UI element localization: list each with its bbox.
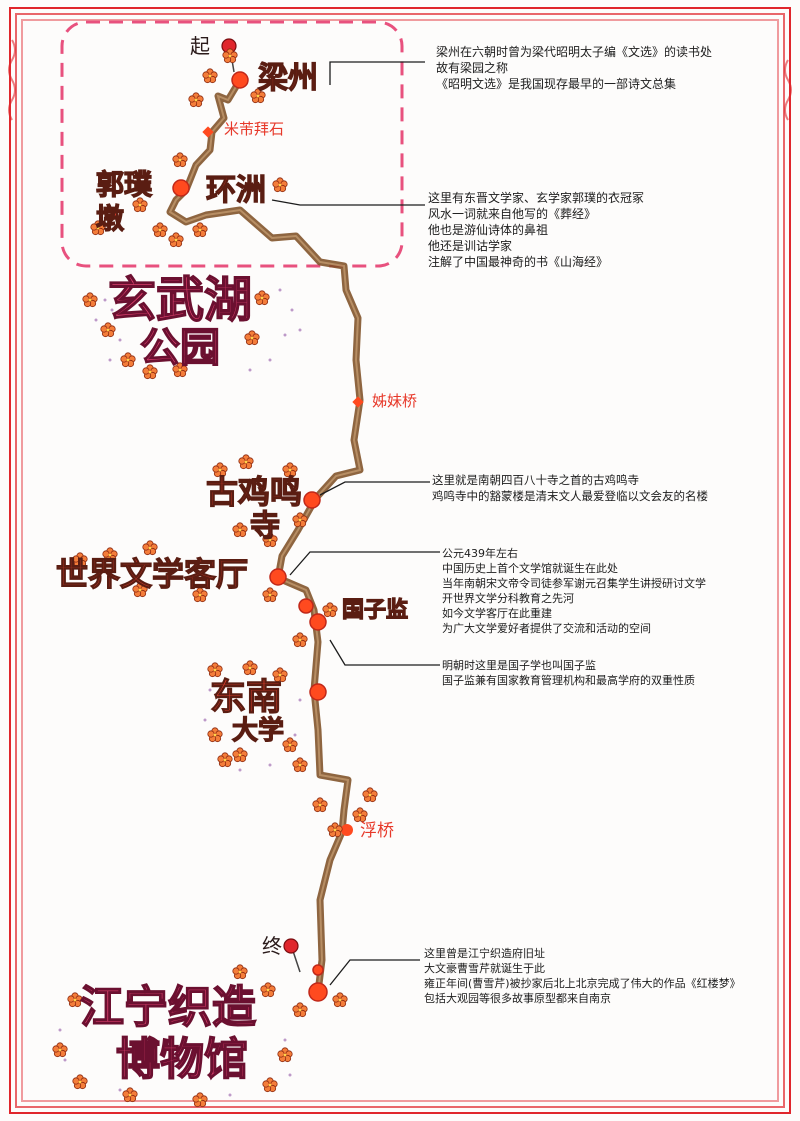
dashed-highlight-box — [60, 20, 404, 268]
note-line: 开世界文学分科教育之先河 — [442, 592, 574, 605]
note-liangzhou: 梁州在六朝时曾为梁代昭明太子编《文选》的读书处 故有梁园之称 《昭明文选》是我国… — [436, 44, 712, 92]
note-line: 公元439年左右 — [442, 547, 518, 560]
park-title-line2: 公园 — [139, 325, 221, 371]
park-title-line1: 玄武湖 — [107, 272, 253, 328]
stop-dots — [172, 71, 328, 1002]
note-world-hall: 公元439年左右 中国历史上首个文学馆就诞生在此处 当年南朝宋文帝令司徒参军谢元… — [442, 546, 706, 636]
stop-jiming-line2: 寺 — [249, 509, 280, 544]
note-jiming: 这里就是南朝四百八十寺之首的古鸡鸣寺 鸡鸣寺中的豁蒙楼是清末文人最爱登临以文会友… — [432, 472, 708, 504]
note-line: 国子监兼有国家教育管理机构和最高学府的双重性质 — [442, 674, 695, 687]
note-line: 为广大文学爱好者提供了交流和活动的空间 — [442, 622, 651, 635]
note-line: 这里有东晋文学家、玄学家郭璞的衣冠冢 — [428, 191, 645, 205]
stop-guopu-tomb-label: 郭璞墩 — [95, 167, 153, 235]
note-line: 梁州在六朝时曾为梁代昭明太子编《文选》的读书处 — [436, 45, 713, 59]
start-marker: 起 — [190, 34, 210, 58]
note-line: 他也是游仙诗体的鼻祖 — [428, 223, 549, 237]
note-line: 中国历史上首个文学馆就诞生在此处 — [442, 562, 618, 575]
note-line: 明朝时这里是国子学也叫国子监 — [442, 659, 596, 672]
note-line: 这里曾是江宁织造府旧址 — [424, 947, 545, 960]
note-line: 这里就是南朝四百八十寺之首的古鸡鸣寺 — [432, 473, 639, 487]
note-line: 鸡鸣寺中的豁蒙楼是清末文人最爱登临以文会友的名楼 — [432, 489, 708, 503]
stop-world-literature-hall: 世界文学客厅 — [55, 555, 249, 593]
note-line: 雍正年间(曹雪芹)被抄家后北上北京完成了伟大的作品《红楼梦》 — [424, 977, 741, 990]
note-line: 《昭明文选》是我国现存最早的一部诗文总集 — [436, 77, 677, 91]
note-line: 故有梁园之称 — [436, 61, 509, 75]
stop-seu-line1: 东南 — [209, 677, 283, 718]
stop-liangzhou: 梁州 — [257, 61, 318, 96]
note-line: 如今文学客厅在此重建 — [442, 607, 552, 620]
decorative-red-border — [8, 7, 792, 1114]
stop-guopu-tomb: 郭璞墩 — [95, 167, 164, 236]
stop-meimei-bridge: 姊妹桥 — [372, 392, 418, 410]
note-line: 包括大观园等很多故事原型都来自南京 — [424, 992, 611, 1005]
stop-huanzhou: 环洲 — [205, 173, 266, 208]
note-guozijian: 明朝时这里是国子学也叫国子监 国子监兼有国家教育管理机构和最高学府的双重性质 — [442, 658, 695, 688]
end-marker: 终 — [262, 934, 282, 958]
end-pin-icon — [283, 938, 301, 973]
note-line: 他还是训诂学家 — [428, 239, 513, 253]
note-line: 当年南朝宋文帝令司徒参军谢元召集学生讲授研讨文学 — [442, 577, 706, 590]
stop-seu-line2: 大学 — [231, 716, 285, 746]
stop-jiming-line1: 古鸡鸣 — [205, 473, 303, 511]
note-huanzhou: 这里有东晋文学家、玄学家郭璞的衣冠冢 风水一词就来自他写的《葬经》 他也是游仙诗… — [428, 190, 644, 270]
stop-guozijian: 国子监 — [341, 598, 409, 623]
note-line: 注解了中国最神奇的书《山海经》 — [428, 255, 609, 269]
leader-lines — [271, 61, 440, 986]
note-line: 大文豪曹雪芹就诞生于此 — [424, 962, 545, 975]
museum-title-line1: 江宁织造 — [79, 982, 257, 1033]
stop-fuqiao: 浮桥 — [360, 821, 394, 841]
note-line: 风水一词就来自他写的《葬经》 — [428, 207, 597, 221]
stop-mifu: 米芾拜石 — [224, 120, 285, 138]
note-museum: 这里曾是江宁织造府旧址 大文豪曹雪芹就诞生于此 雍正年间(曹雪芹)被抄家后北上北… — [424, 946, 741, 1006]
museum-title-line2: 博物馆 — [115, 1034, 249, 1085]
